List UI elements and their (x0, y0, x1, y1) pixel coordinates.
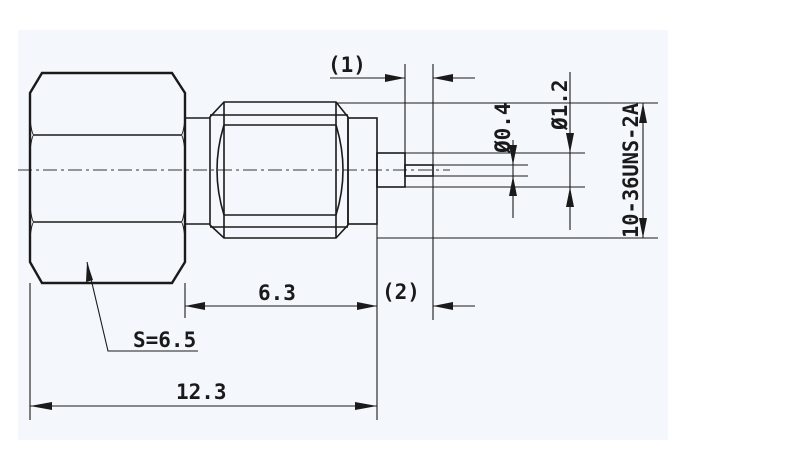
label-dielectric-diameter: Ø1.2 (548, 79, 572, 131)
extension-lines (29, 64, 658, 420)
label-body-length: 6.3 (258, 281, 296, 305)
label-thread-spec: 10-36UNS-2A (619, 103, 643, 238)
hex-nut (28, 71, 187, 285)
dimension-pin-diameter (509, 140, 517, 218)
dimension-overall-length (30, 402, 377, 410)
label-pin-diameter: Ø0.4 (491, 102, 515, 154)
dimension-body-length (185, 302, 377, 310)
flange (185, 117, 210, 225)
label-note-1: (1) (328, 53, 366, 77)
label-overall-length: 12.3 (176, 380, 227, 404)
dimension-dielectric-diameter (566, 72, 574, 230)
label-hex-size: S=6.5 (133, 328, 196, 352)
drawing-sheet (18, 30, 668, 440)
body-step (347, 117, 378, 225)
dimension-note-2 (433, 302, 475, 310)
dimension-thread (639, 103, 647, 238)
threaded-body (209, 101, 349, 239)
label-note-2: (2) (382, 280, 420, 304)
hex-size-leader (86, 261, 198, 352)
dimension-note-1 (330, 74, 475, 82)
